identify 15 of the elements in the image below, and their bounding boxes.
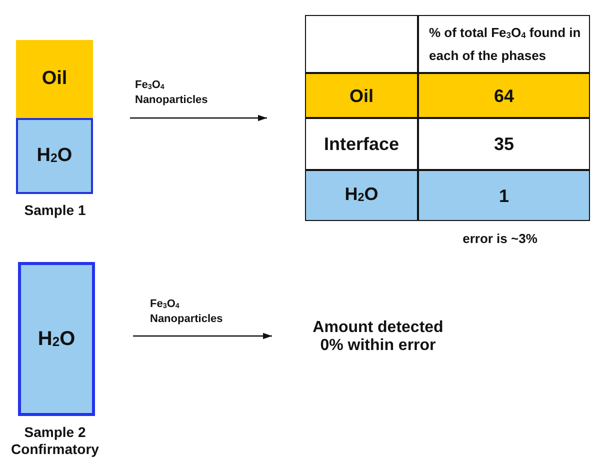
row-label: Oil: [305, 73, 418, 118]
result-text: Amount detected 0% within error: [300, 316, 456, 358]
data-table: [305, 15, 590, 221]
table-value: 1: [418, 170, 590, 221]
oil-layer: Oil: [16, 40, 93, 118]
row-label: Interface: [305, 118, 418, 170]
arrow: [130, 114, 267, 122]
table-value: 35: [418, 118, 590, 170]
row-label: H$_{2}$O: [305, 170, 418, 221]
note-text: error is ~3%: [462, 230, 538, 247]
sample-caption: Sample 1: [23, 202, 87, 219]
table-value: 64: [418, 73, 590, 118]
table-header: % of total Fe$_{3}$O$_{4}$ found in each of the phases: [418, 15, 590, 73]
sample-caption: Sample 2 Confirmatory: [10, 424, 100, 458]
arrow: [133, 332, 272, 340]
